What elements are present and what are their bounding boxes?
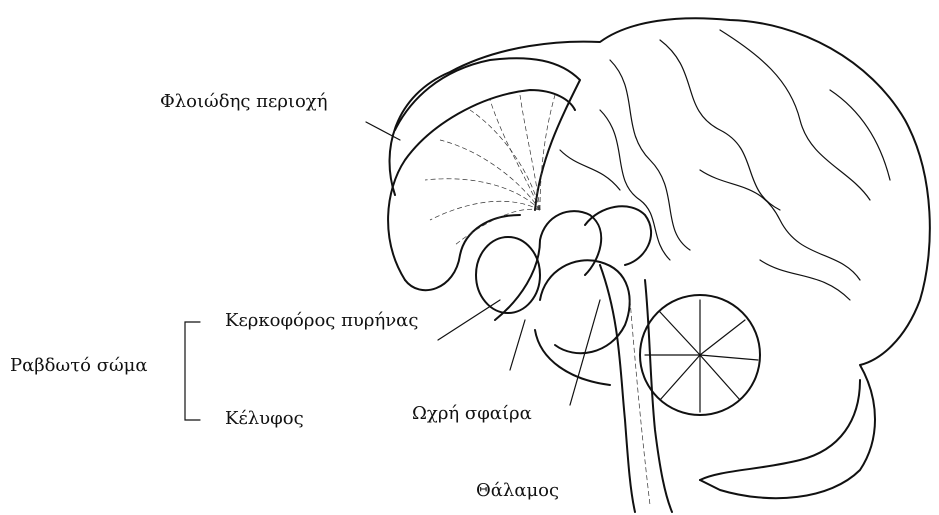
- globus-shape: [585, 206, 651, 265]
- putamen-shape: [495, 211, 601, 320]
- cortex-band-outer: [395, 58, 580, 210]
- label-putamen: Κέλυφος: [225, 410, 304, 428]
- brainstem-2: [645, 280, 672, 512]
- pointer-caudate: [438, 300, 500, 340]
- cortex-lower-curve: [405, 215, 520, 290]
- caudate-shape: [476, 237, 540, 313]
- brainstem-fiber: [630, 300, 650, 505]
- label-striatum: Ραβδωτό σώμα: [10, 357, 148, 375]
- cerebellum-folia: [645, 300, 758, 412]
- pointer-putamen-line: [510, 320, 525, 370]
- cortex-band-inner: [388, 90, 575, 280]
- label-cortex: Φλοιώδης περιοχή: [160, 93, 327, 111]
- label-thalamus: Θάλαμος: [476, 482, 559, 500]
- striatum-bracket: [185, 322, 200, 420]
- label-caudate: Κερκοφόρος πυρήνας: [225, 312, 418, 330]
- gyri: [560, 30, 890, 300]
- label-globus-pallidus: Ωχρή σφαίρα: [412, 405, 532, 423]
- cortical-fibers: [425, 95, 555, 245]
